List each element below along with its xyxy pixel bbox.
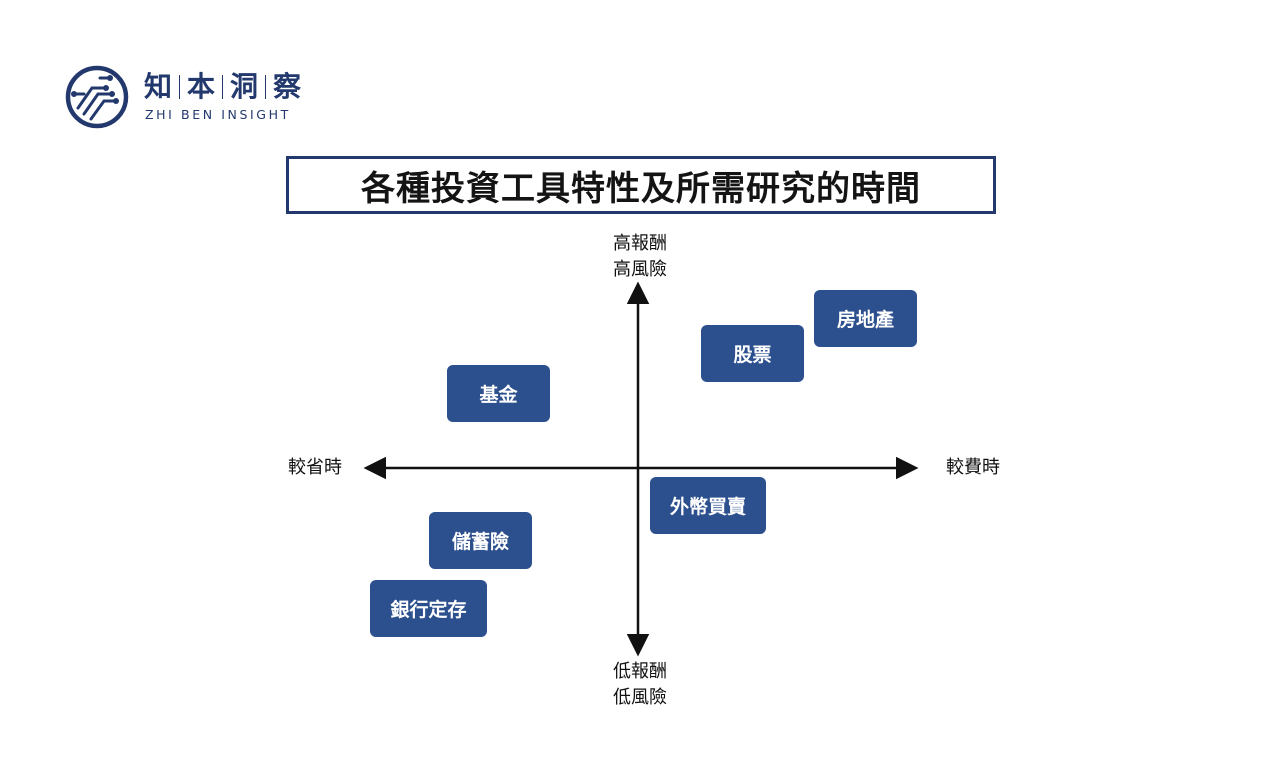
brand-separator <box>222 75 224 99</box>
brand-char: 知 <box>144 70 173 103</box>
brand-logo: 知 本 洞 察 ZHI BEN INSIGHT <box>64 64 324 130</box>
diagram-title: 各種投資工具特性及所需研究的時間 <box>286 156 996 214</box>
node-forex: 外幣買賣 <box>650 477 766 534</box>
circuit-globe-icon <box>65 65 129 129</box>
axis-label-line: 低風險 <box>613 687 667 708</box>
brand-name-cn: 知 本 洞 察 <box>144 70 308 104</box>
axis-label-left: 較省時 <box>288 457 342 478</box>
axis-label-top: 高報酬 高風險 <box>598 231 682 283</box>
node-funds: 基金 <box>447 365 550 422</box>
node-stocks: 股票 <box>701 325 804 382</box>
node-real-estate: 房地產 <box>814 290 917 347</box>
brand-separator <box>179 75 181 99</box>
axis-label-right: 較費時 <box>946 457 1000 478</box>
node-bank-deposit: 銀行定存 <box>370 580 487 637</box>
brand-char: 察 <box>273 70 302 103</box>
axis-label-line: 低報酬 <box>613 661 667 682</box>
node-savings-insurance: 儲蓄險 <box>429 512 532 569</box>
brand-char: 洞 <box>230 70 259 103</box>
brand-char: 本 <box>187 70 216 103</box>
brand-name-en: ZHI BEN INSIGHT <box>145 107 291 122</box>
brand-separator <box>265 75 267 99</box>
axis-label-line: 高報酬 <box>613 233 667 254</box>
axis-label-bottom: 低報酬 低風險 <box>598 659 682 711</box>
axis-label-line: 高風險 <box>613 259 667 280</box>
